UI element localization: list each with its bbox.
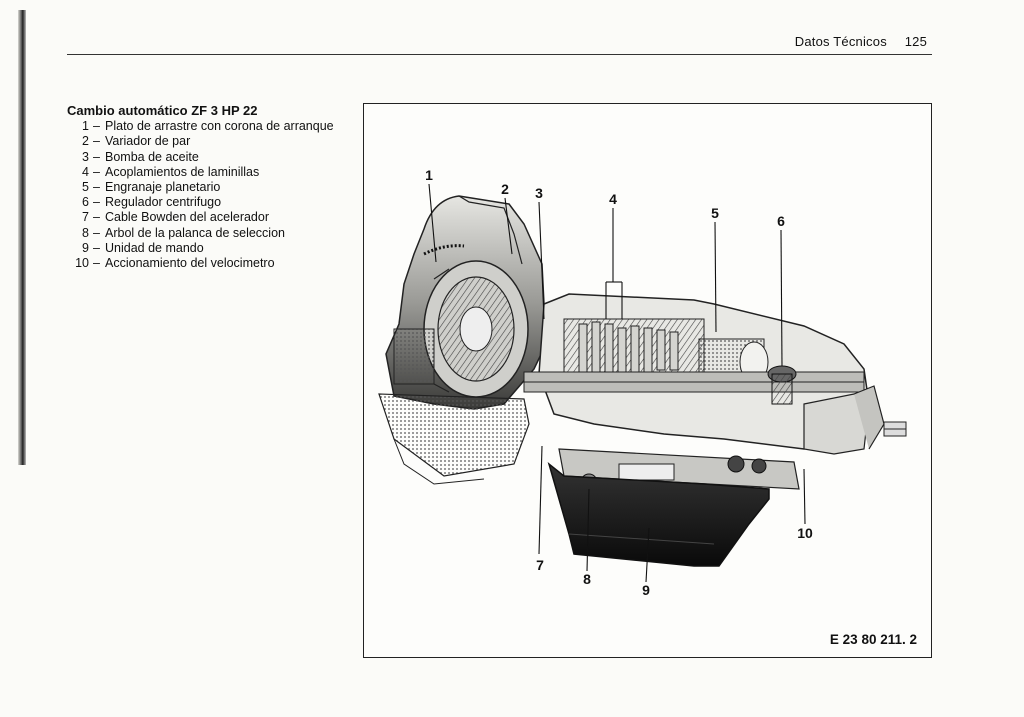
legend-title: Cambio automático ZF 3 HP 22	[67, 103, 258, 118]
running-head: Datos Técnicos 125	[795, 34, 927, 49]
callout-5: 5	[711, 205, 719, 221]
legend-label: Engranaje planetario	[105, 180, 221, 195]
governor	[767, 365, 797, 405]
page-binding-edge	[18, 10, 26, 465]
oil-pan	[547, 461, 770, 567]
legend-item: 3–Bomba de aceite	[67, 150, 345, 165]
legend-item: 7–Cable Bowden del acelerador	[67, 210, 345, 225]
header-rule	[67, 54, 932, 55]
legend-label: Bomba de aceite	[105, 149, 199, 164]
legend-dash: –	[93, 256, 100, 271]
legend-dash: –	[93, 195, 100, 210]
callout-1: 1	[425, 167, 433, 183]
legend-number: 8	[82, 225, 89, 240]
callout-8: 8	[583, 571, 591, 587]
figure-code: E 23 80 211. 2	[829, 632, 917, 647]
legend-label: Accionamiento del velocimetro	[105, 256, 275, 271]
legend-number: 9	[82, 240, 89, 255]
transmission-figure: 1 2 3 4 5 6 7 8 9 10 E 23 80 211. 2	[363, 103, 932, 658]
callout-7: 7	[536, 557, 544, 573]
header-title: Datos Técnicos	[794, 34, 887, 49]
legend-label: Acoplamientos de laminillas	[105, 164, 260, 179]
legend-item: 6–Regulador centrifugo	[67, 195, 345, 210]
legend-number: 7	[82, 210, 89, 225]
legend-item: 4–Acoplamientos de laminillas	[67, 165, 345, 180]
legend-dash: –	[93, 119, 100, 134]
callout-2: 2	[501, 181, 509, 197]
legend-label: Plato de arrastre con corona de arranque	[105, 119, 334, 134]
legend-list: 1–Plato de arrastre con corona de arranq…	[67, 119, 345, 271]
legend-number: 2	[82, 134, 89, 149]
legend-number: 10	[75, 256, 89, 271]
flexplate-ring-gear	[393, 244, 465, 385]
legend-label: Variador de par	[105, 134, 191, 149]
main-case	[523, 293, 870, 450]
transmission-cutaway-drawing	[378, 183, 907, 583]
legend-number: 4	[82, 164, 89, 179]
callout-4: 4	[609, 191, 617, 207]
callout-9: 9	[642, 582, 650, 598]
legend-dash: –	[93, 210, 100, 225]
legend-item: 1–Plato de arrastre con corona de arranq…	[67, 119, 345, 134]
legend-number: 1	[82, 119, 89, 134]
callout-6: 6	[777, 213, 785, 229]
legend-label: Cable Bowden del acelerador	[105, 210, 269, 225]
legend-item: 5–Engranaje planetario	[67, 180, 345, 195]
legend-item: 9–Unidad de mando	[67, 241, 345, 256]
legend-item: 2–Variador de par	[67, 134, 345, 149]
legend-item: 10–Accionamiento del velocimetro	[67, 256, 345, 271]
legend-label: Unidad de mando	[105, 240, 204, 255]
callout-leader-lines	[428, 183, 806, 583]
legend-number: 5	[82, 180, 89, 195]
legend-number: 3	[82, 149, 89, 164]
output-housing	[803, 385, 907, 455]
legend-dash: –	[93, 180, 100, 195]
legend-number: 6	[82, 195, 89, 210]
case-underside	[378, 393, 767, 485]
parts-legend: Cambio automático ZF 3 HP 22 1–Plato de …	[67, 103, 345, 271]
callout-10: 10	[797, 525, 813, 541]
legend-dash: –	[93, 240, 100, 255]
legend-item: 8–Arbol de la palanca de seleccion	[67, 226, 345, 241]
page-number: 125	[904, 34, 927, 49]
legend-label: Regulador centrifugo	[105, 195, 222, 210]
legend-dash: –	[93, 149, 100, 164]
legend-dash: –	[93, 134, 100, 149]
callout-3: 3	[535, 185, 543, 201]
legend-dash: –	[93, 225, 100, 240]
legend-dash: –	[93, 164, 100, 179]
legend-label: Arbol de la palanca de seleccion	[105, 225, 285, 240]
